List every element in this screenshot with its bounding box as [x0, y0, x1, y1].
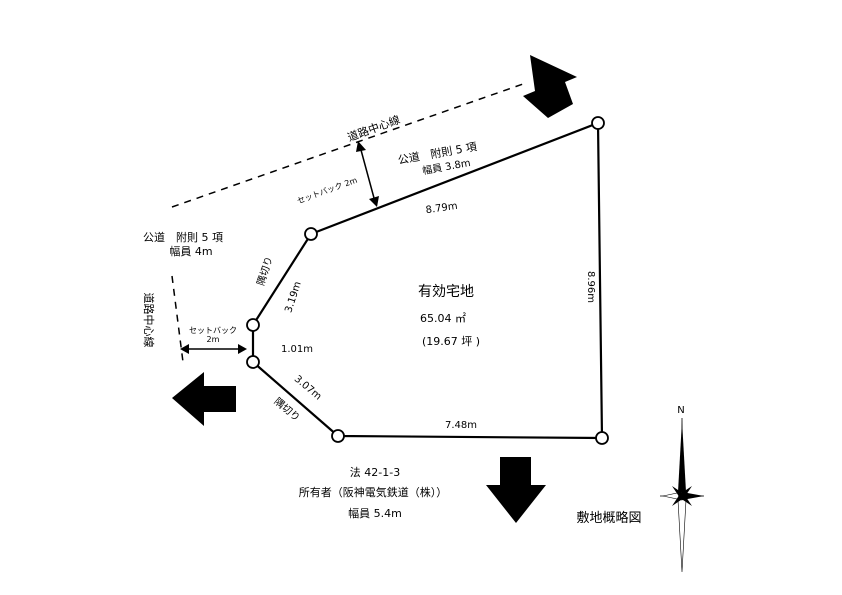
- compass-north-label: N: [677, 405, 684, 416]
- diagram-title: 敷地概略図: [576, 510, 641, 526]
- north-direction-arrow: [523, 55, 577, 118]
- vertex-marker: [246, 318, 260, 332]
- west-road-width: 幅員 4m: [169, 245, 212, 258]
- west-setback-arrow: [180, 344, 247, 354]
- west-road-setback: セットバック: [189, 326, 237, 335]
- vertex-marker: [591, 116, 605, 130]
- west-direction-arrow: [172, 372, 236, 426]
- edge-length-short-left: 1.01m: [281, 344, 313, 355]
- west-road-type: 公道 附則 5 項: [143, 230, 223, 244]
- edge-length-top: 8.79m: [425, 201, 458, 216]
- west-road-setback-value: 2m: [207, 335, 220, 344]
- south-road-width: 幅員 5.4m: [348, 507, 402, 520]
- edge-length-lower-left: 3.07m: [292, 374, 324, 403]
- west-road-centerline: [171, 275, 184, 363]
- edge-length-upper-left: 3.19m: [283, 280, 303, 314]
- edge-length-right: 8.96m: [585, 271, 596, 303]
- south-road-owner: 所有者（阪神電気鉄道（株））: [299, 485, 448, 499]
- area-square-meters: 65.04 ㎡: [420, 312, 466, 325]
- north-setback-arrow: [356, 141, 379, 207]
- vertex-marker: [331, 429, 345, 443]
- south-direction-arrow: [486, 457, 546, 523]
- south-road-law: 法 42-1-3: [350, 465, 400, 479]
- north-road-setback: セットバック 2m: [296, 176, 359, 206]
- west-road-centerline-label: 道路中心線: [142, 293, 156, 348]
- corner-cut-upper-label: 隅切り: [255, 255, 276, 287]
- area-tsubo: (19.67 坪 ): [422, 335, 480, 348]
- north-road-centerline-label: 道路中心線: [345, 112, 401, 144]
- vertex-marker: [246, 355, 260, 369]
- edge-length-bottom: 7.48m: [445, 420, 477, 431]
- area-title: 有効宅地: [418, 284, 474, 300]
- vertex-marker: [304, 227, 318, 241]
- vertex-marker: [595, 431, 609, 445]
- north-road-centerline: [171, 83, 524, 208]
- compass-rose-icon: [660, 418, 704, 573]
